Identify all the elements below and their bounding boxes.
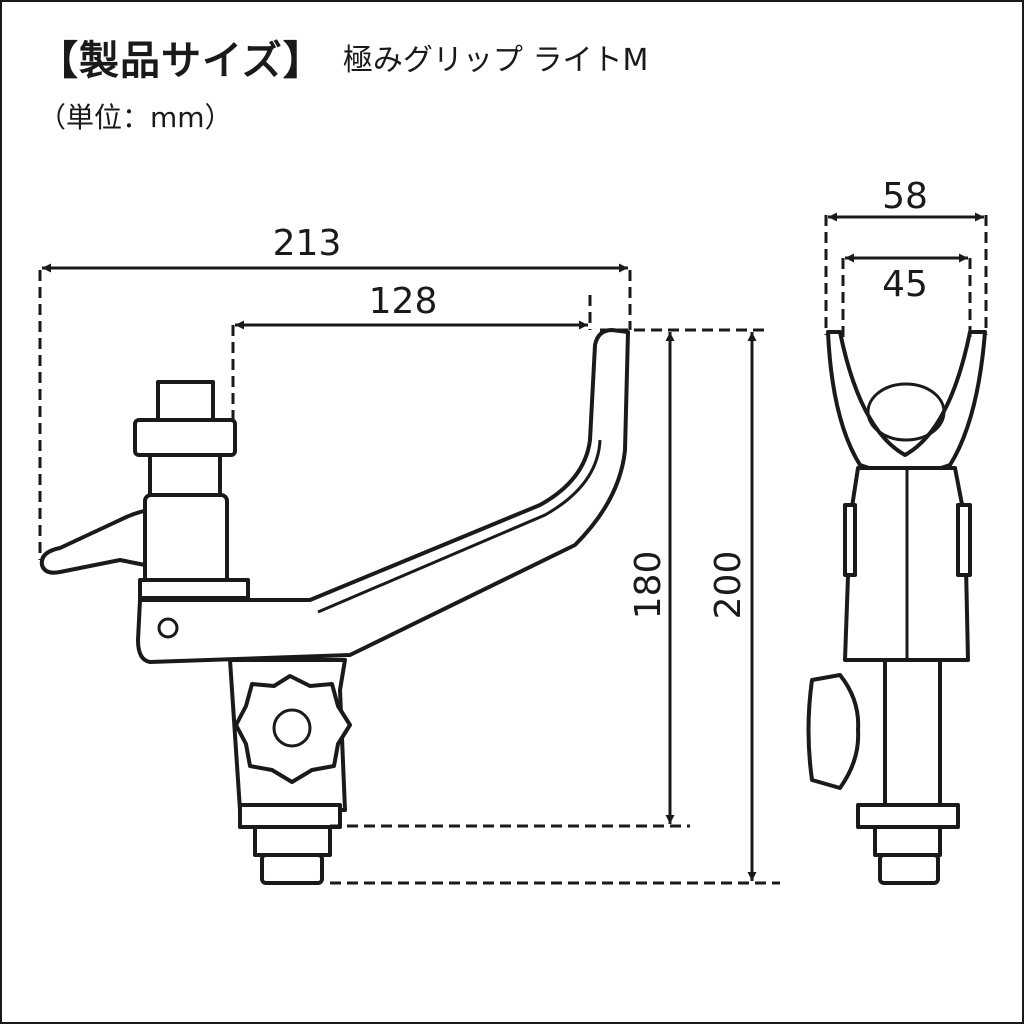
- rod-rest-arm: [136, 328, 630, 664]
- extension-lines: [38, 215, 988, 885]
- side-view: [39, 328, 630, 885]
- front-view: [806, 330, 987, 885]
- rod-cradle-fork: [826, 330, 987, 472]
- product-size-heading: 【製品サイズ】: [38, 38, 324, 84]
- top-clamp: [156, 380, 215, 424]
- product-name: 極みグリップ ライトM: [342, 43, 649, 78]
- dim-45-label: 45: [882, 264, 928, 305]
- dim-200-label: 200: [708, 551, 749, 620]
- dim-128-label: 128: [369, 281, 438, 322]
- cradle-roller: [866, 382, 946, 442]
- front-knob: [806, 673, 861, 790]
- dim-213-label: 213: [273, 223, 342, 264]
- lock-knob: [234, 674, 352, 784]
- swivel-block: [143, 493, 229, 587]
- unit-label: （単位：mm）: [38, 101, 233, 134]
- front-base-column: [883, 658, 942, 812]
- header: 【製品サイズ】 極みグリップ ライトM: [38, 28, 648, 86]
- mount-plug: [260, 853, 324, 885]
- dim-58-label: 58: [882, 176, 928, 217]
- pivot-hole: [157, 617, 179, 639]
- dim-180-label: 180: [628, 551, 669, 620]
- dimension-lines: [42, 212, 984, 881]
